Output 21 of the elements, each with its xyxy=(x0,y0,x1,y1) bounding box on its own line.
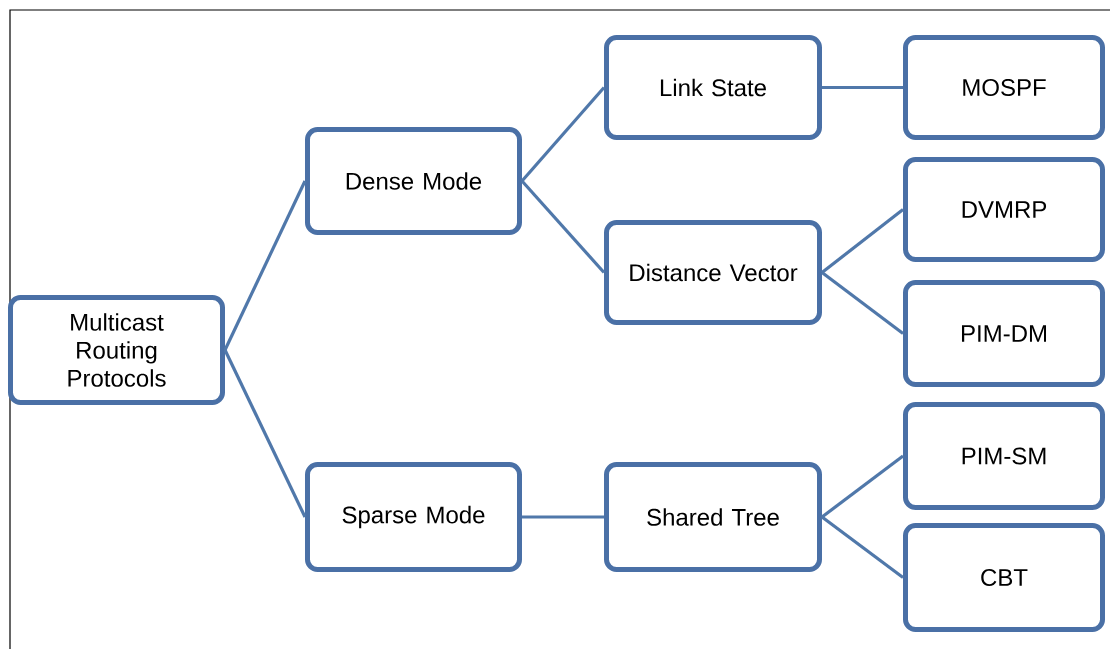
process-box: MOSPF xyxy=(903,35,1105,140)
connector-line xyxy=(821,454,904,519)
connector-line xyxy=(821,208,904,274)
process-box: Dense Mode xyxy=(305,127,522,235)
process-box: DVMRP xyxy=(903,157,1105,262)
connector-line xyxy=(522,515,604,519)
connector-line xyxy=(223,349,307,518)
connector-line xyxy=(821,515,904,579)
process-box: CBT xyxy=(903,523,1105,632)
connector-line xyxy=(520,179,606,274)
connector-line xyxy=(520,86,606,183)
connector-line xyxy=(821,271,904,335)
process-box: PIM-SM xyxy=(903,402,1105,510)
connector-line xyxy=(223,180,307,351)
process-box: Multicast Routing Protocols xyxy=(8,295,225,405)
process-box: Link State xyxy=(604,35,822,140)
process-box: Shared Tree xyxy=(604,462,822,572)
process-box: Distance Vector xyxy=(604,220,822,325)
connector-line xyxy=(822,85,903,90)
process-box: PIM-DM xyxy=(903,280,1105,387)
process-box: Sparse Mode xyxy=(305,462,522,572)
